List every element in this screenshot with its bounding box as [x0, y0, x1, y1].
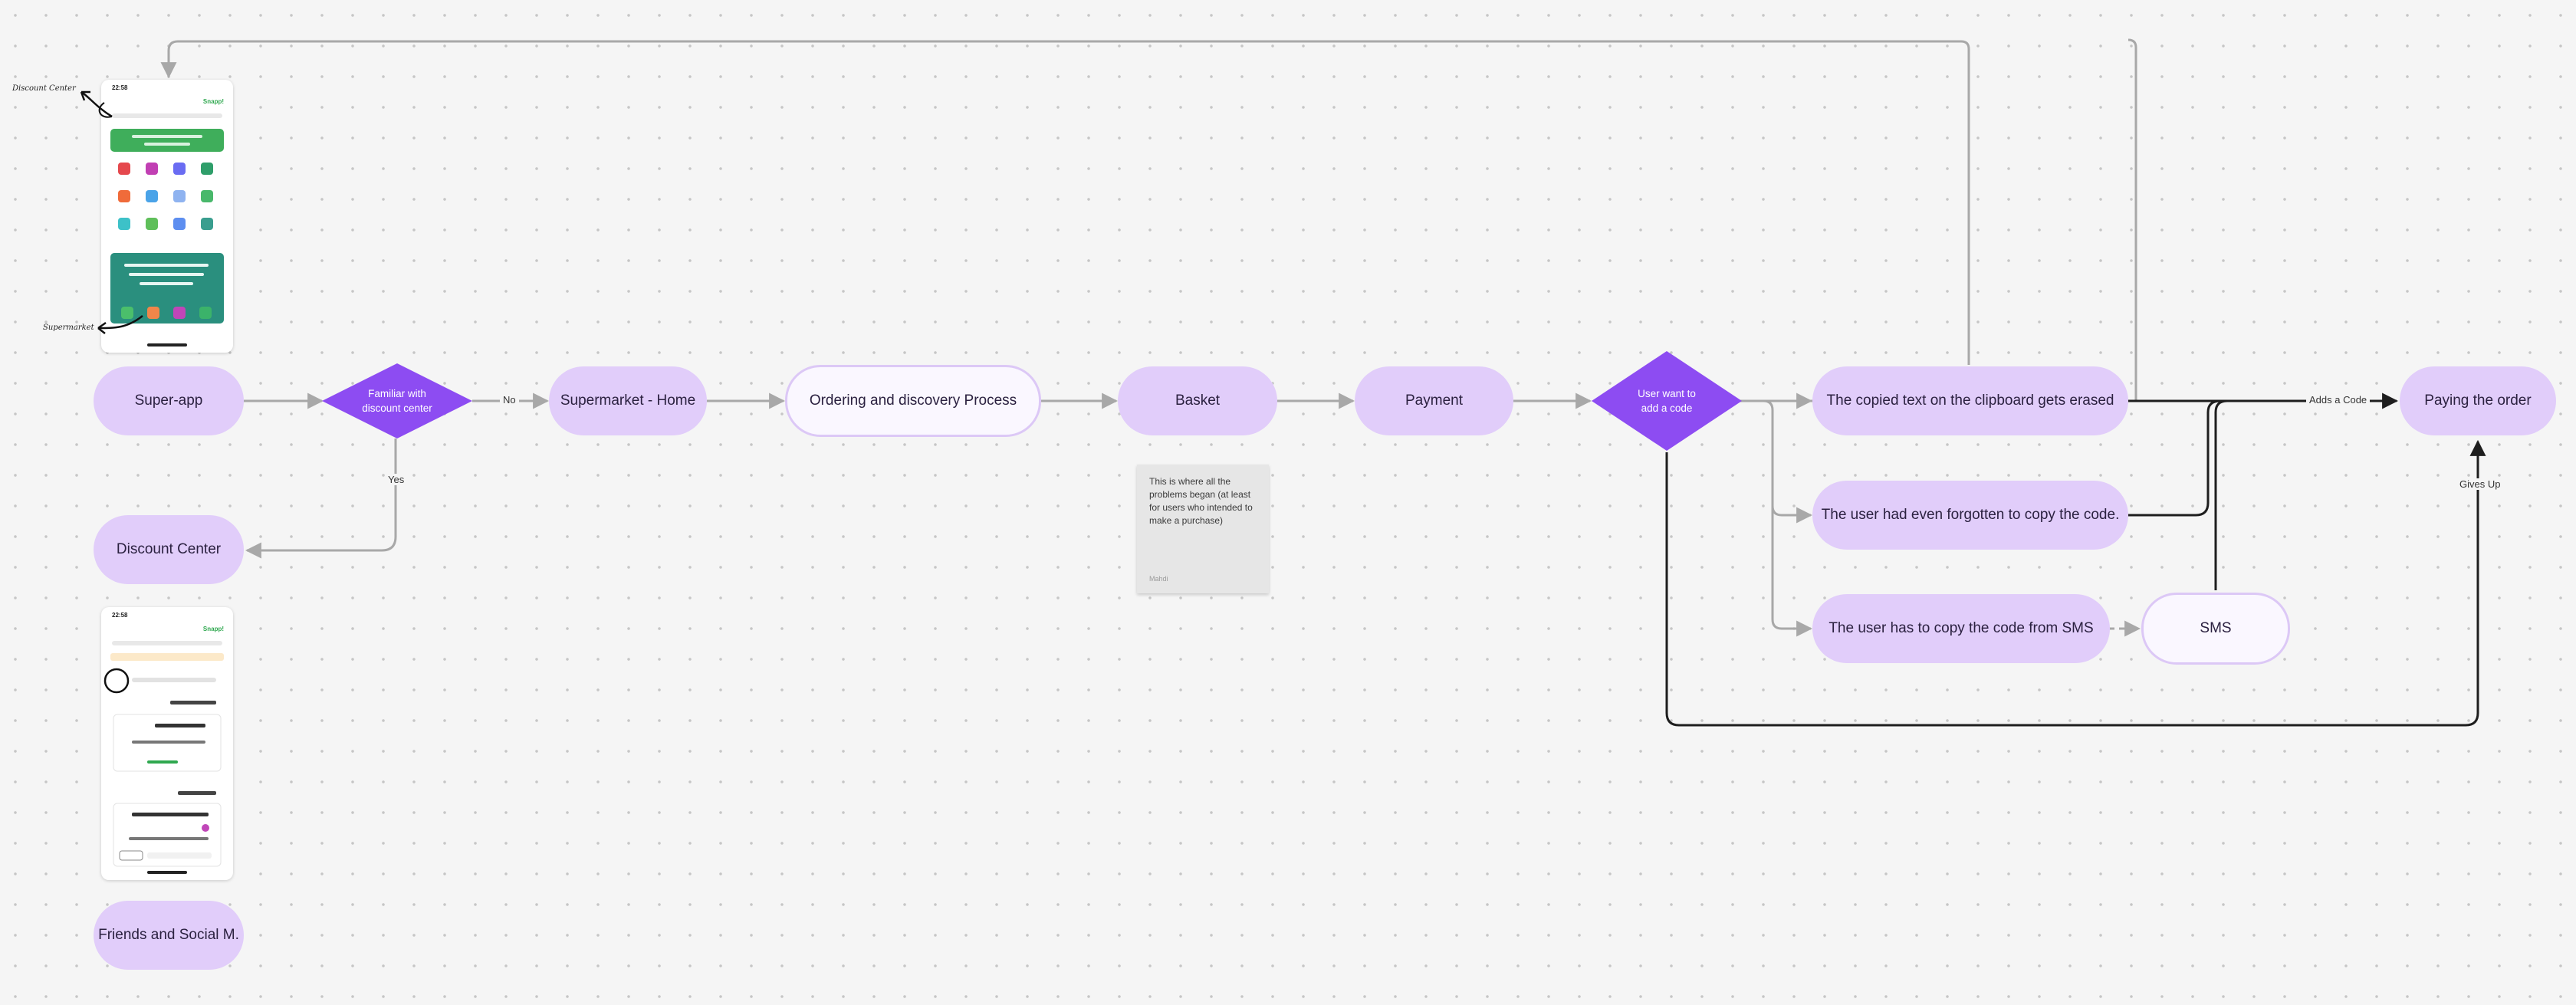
node-forgot-copy[interactable]: The user had even forgotten to copy the … — [1812, 481, 2128, 550]
node-clipboard-label: The copied text on the clipboard gets er… — [1826, 392, 2114, 409]
node-supermarket-home-label: Supermarket - Home — [560, 392, 696, 409]
edge-clipboard-back-to-superapp — [160, 40, 1970, 365]
phone2-brand-logo: Snapp! — [202, 626, 224, 632]
node-basket-label: Basket — [1175, 392, 1221, 409]
node-payment-label: Payment — [1405, 392, 1463, 409]
node-ordering-label: Ordering and discovery Process — [809, 392, 1017, 409]
edge-familiar-discount — [245, 438, 397, 559]
node-paying-label: Paying the order — [2424, 392, 2532, 409]
phone1-brand-logo: Snapp! — [202, 98, 224, 105]
sticky-note[interactable]: This is where all the problems began (at… — [1137, 465, 1269, 593]
node-discount-center-label: Discount Center — [116, 541, 222, 557]
decision-familiar-shape — [322, 363, 472, 438]
sticky-note-text: This is where all the problems began (at… — [1149, 476, 1253, 526]
node-paying-order[interactable]: Paying the order — [2400, 366, 2556, 435]
node-supermarket-home[interactable]: Supermarket - Home — [549, 366, 707, 435]
node-ordering-discovery[interactable]: Ordering and discovery Process — [785, 365, 1041, 437]
edge-forgot-paying — [2128, 399, 2221, 517]
node-sms-label: SMS — [2200, 620, 2232, 636]
edge-addcode-forgot — [1742, 399, 1813, 524]
node-forgot-label: The user had even forgotten to copy the … — [1821, 507, 2120, 523]
phone2-mock-content — [104, 641, 224, 874]
decision-add-code[interactable]: User want to add a code — [1592, 351, 1742, 451]
edge-sms-paying — [2214, 399, 2228, 590]
sticky-note-author: Mahdi — [1149, 575, 1168, 583]
annotation-supermarket: Supermarket — [43, 324, 94, 332]
phone2-status-time: 22:58 — [112, 612, 128, 619]
node-sms[interactable]: SMS — [2141, 593, 2290, 665]
edge-label-yes: Yes — [385, 474, 408, 485]
decision-familiar-discount-center[interactable]: Familiar with discount center — [322, 363, 472, 438]
edge-label-no: No — [500, 394, 519, 406]
node-copy-from-sms[interactable]: The user has to copy the code from SMS — [1812, 594, 2110, 663]
edge-label-adds-code: Adds a Code — [2306, 394, 2371, 406]
node-super-app-label: Super-app — [134, 392, 203, 409]
node-discount-center[interactable]: Discount Center — [94, 515, 244, 584]
phone1-status-time: 22:58 — [112, 84, 128, 91]
node-friends-label: Friends and Social M. — [98, 927, 239, 943]
edge-addcode-copysms — [1771, 506, 1813, 637]
node-copy-sms-label: The user has to copy the code from SMS — [1829, 620, 2094, 636]
phone1-mock-content — [110, 113, 224, 346]
node-payment[interactable]: Payment — [1355, 366, 1513, 435]
node-super-app[interactable]: Super-app — [94, 366, 244, 435]
edge-addcode-gives-up — [1665, 439, 2486, 727]
node-clipboard-erased[interactable]: The copied text on the clipboard gets er… — [1812, 366, 2128, 435]
edge-label-gives-up: Gives Up — [2456, 478, 2504, 490]
node-basket[interactable]: Basket — [1118, 366, 1277, 435]
phone-screenshot-discount-center: 22:58 Snapp! — [101, 607, 233, 880]
annotation-discount-center: Discount Center — [12, 84, 76, 93]
phone-screenshot-superapp: 22:58 Snapp! — [101, 80, 233, 353]
node-friends-social[interactable]: Friends and Social M. — [94, 901, 244, 970]
edge-addcode-return-loop — [1733, 38, 2137, 402]
decision-add-code-label: User want to add a code — [1638, 388, 1696, 414]
decision-add-code-shape — [1592, 351, 1742, 451]
decision-familiar-label: Familiar with discount center — [362, 388, 432, 414]
